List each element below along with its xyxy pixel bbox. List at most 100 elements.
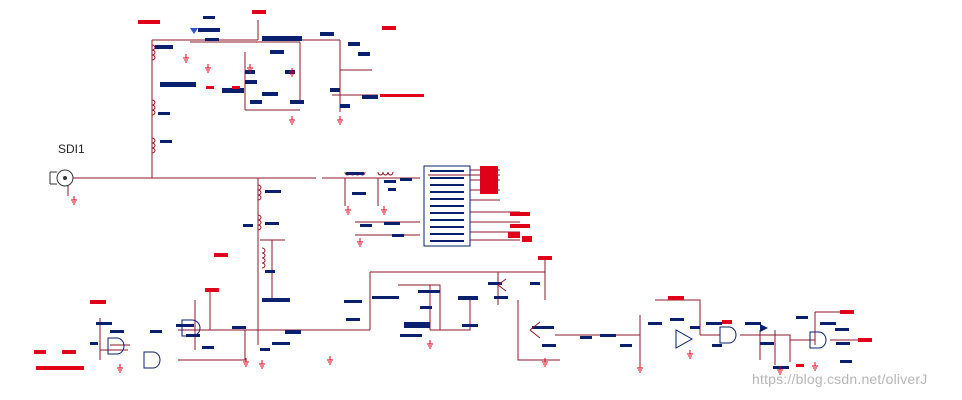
component-19 (330, 88, 340, 92)
inductor-filter-2 (377, 171, 394, 176)
port-marker-17 (36, 366, 84, 370)
component-57 (494, 296, 508, 299)
ground-17 (777, 366, 783, 375)
wires (80, 20, 860, 365)
component-68 (712, 344, 722, 347)
component-62 (600, 334, 616, 337)
component-65 (670, 318, 684, 321)
and-gate-3 (719, 326, 737, 344)
port-markers (34, 10, 872, 370)
sdi-bnc-connector[interactable] (49, 169, 80, 196)
component-60 (542, 344, 556, 347)
ground-6 (381, 206, 387, 215)
component-52 (404, 322, 430, 328)
and-gate-1 (107, 337, 125, 355)
inductor-mid-2 (257, 214, 262, 231)
wire-22 (178, 329, 246, 361)
or-gate-1 (181, 319, 201, 337)
component-66 (690, 326, 700, 329)
port-marker-10 (522, 236, 532, 242)
ic-pin-label-4 (430, 198, 464, 200)
component-28 (352, 192, 366, 195)
component-23 (265, 222, 279, 225)
inductor-mid-1 (257, 184, 262, 201)
ground-19 (259, 360, 265, 369)
component-70 (760, 342, 774, 345)
and-gate-2 (143, 351, 161, 369)
port-marker-21 (858, 338, 872, 342)
inductor-mid-3 (261, 247, 266, 269)
component-71 (796, 316, 808, 319)
wire-30 (398, 284, 441, 330)
port-marker-7 (510, 212, 530, 216)
component-2 (205, 38, 219, 41)
component-46 (344, 300, 362, 303)
component-51 (420, 306, 432, 309)
transistor-2 (497, 278, 507, 292)
component-33 (384, 222, 400, 225)
component-67 (706, 322, 722, 325)
port-marker-19 (722, 320, 732, 324)
component-34 (392, 234, 404, 237)
port-marker-12 (90, 300, 106, 304)
component-54 (458, 296, 478, 300)
component-73 (835, 328, 849, 331)
port-marker-5 (380, 94, 424, 97)
component-59 (532, 326, 554, 329)
component-45 (260, 348, 270, 351)
diode-1 (760, 324, 768, 332)
port-marker-6 (480, 166, 498, 194)
component-20 (362, 95, 378, 99)
component-42 (232, 326, 246, 329)
ic-pin-label-9 (430, 233, 464, 235)
component-3 (155, 45, 173, 49)
component-29 (384, 180, 396, 183)
bnc-center-pin (63, 176, 67, 180)
component-41 (202, 346, 214, 349)
sdi-connector-label: SDI1 (58, 142, 85, 156)
component-35 (96, 322, 112, 325)
ground-13 (427, 340, 433, 349)
component-1 (198, 28, 220, 32)
component-37 (90, 342, 98, 345)
component-43 (272, 342, 290, 345)
component-22 (265, 190, 281, 193)
ic-pin-label-5 (430, 205, 464, 207)
ground-0 (71, 196, 77, 205)
and-gate-4 (809, 331, 827, 349)
inductor-top-2 (151, 99, 156, 116)
port-marker-15 (34, 350, 46, 354)
component-30 (388, 188, 396, 191)
component-14 (250, 100, 262, 104)
ic-pin-label-6 (430, 212, 464, 214)
component-9 (270, 50, 284, 54)
component-6 (160, 140, 172, 143)
ic-pin-label-3 (430, 191, 464, 193)
component-17 (348, 42, 360, 46)
port-marker-16 (62, 350, 76, 354)
components (90, 16, 852, 369)
ic-pin-label-0 (430, 170, 464, 172)
bnc-lead (67, 177, 80, 196)
component-4 (160, 82, 196, 87)
port-marker-4 (232, 86, 240, 89)
component-18 (358, 52, 370, 56)
ic-chip (423, 165, 471, 247)
component-16 (320, 32, 334, 36)
amplifier-1 (675, 329, 694, 349)
port-marker-18 (668, 296, 684, 300)
ground-9 (289, 68, 295, 77)
wire-32 (430, 300, 471, 331)
component-36 (110, 330, 124, 333)
component-75 (840, 360, 852, 363)
ic-pin-label-10 (430, 240, 464, 242)
inductor-top-3 (151, 137, 156, 154)
component-24 (243, 224, 253, 227)
ground-8 (205, 64, 211, 73)
port-marker-11 (538, 256, 552, 260)
ground-12 (327, 356, 333, 365)
component-61 (580, 336, 592, 339)
wire-42 (740, 334, 791, 362)
component-63 (620, 344, 632, 347)
